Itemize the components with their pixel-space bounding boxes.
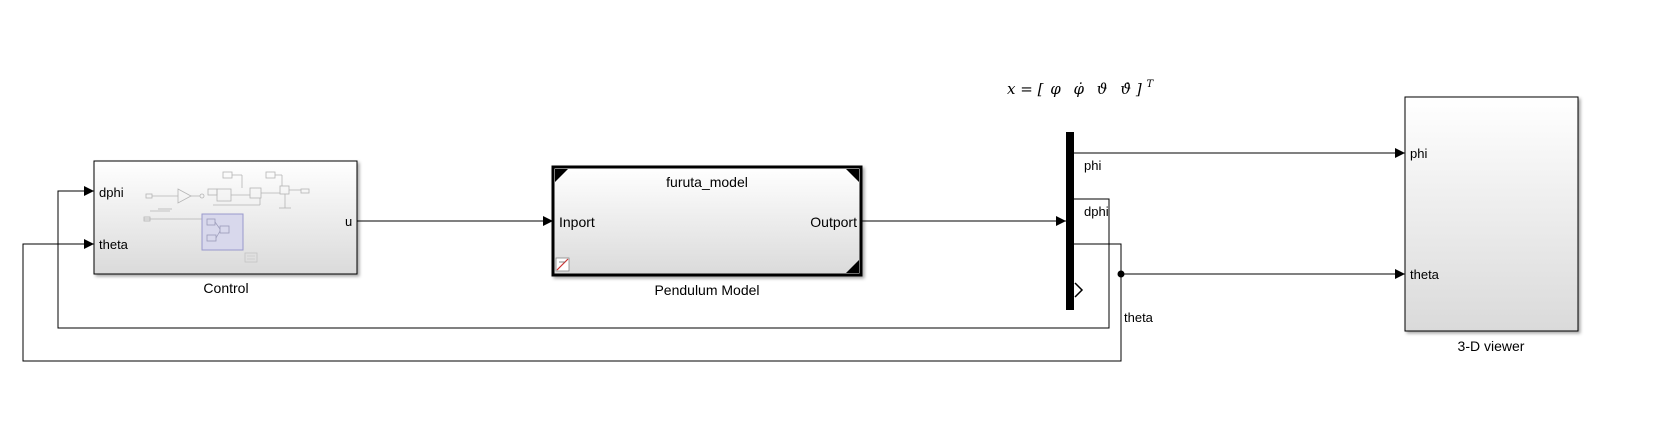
control-block[interactable]: dphi theta u Control: [93, 160, 358, 296]
state-equation-annotation: x = [ φ φ̇ ϑ ϑ̇ ] T: [1007, 79, 1154, 98]
signal-dphi-feedback[interactable]: [57, 186, 1110, 329]
demux-output-phi-label: phi: [1084, 158, 1101, 173]
demux-block[interactable]: phi dphi: [1066, 132, 1109, 310]
theta-signal-label: theta: [1124, 310, 1154, 325]
viewer-3d-block[interactable]: phi theta 3-D viewer: [1404, 96, 1579, 354]
pendulum-corner-mark-tr: [846, 169, 859, 182]
signal-theta-to-viewer[interactable]: [1074, 243, 1405, 279]
equation-lhs: x = [: [1007, 80, 1044, 98]
viewer-input-theta-label: theta: [1410, 267, 1440, 282]
pendulum-corner-mark-br: [846, 260, 859, 273]
pendulum-corner-mark-tl: [555, 169, 568, 182]
control-block-name: Control: [203, 280, 248, 296]
equation-superscript: T: [1146, 79, 1154, 90]
control-input-dphi-label: dphi: [99, 185, 124, 200]
viewer-block-name: 3-D viewer: [1458, 338, 1525, 354]
equation-phi-dot: φ̇: [1074, 80, 1085, 98]
signal-theta-feedback[interactable]: [22, 239, 1122, 362]
svg-text:x = [ φ φ̇ ϑ: x = [ φ φ̇ ϑ ϑ̇ ] T: [1007, 79, 1154, 98]
equation-phi: φ: [1050, 80, 1061, 98]
viewer-input-phi-label: phi: [1410, 146, 1427, 161]
demux-output-dphi-label: dphi: [1084, 204, 1109, 219]
control-inner-subsystem: [201, 213, 258, 263]
equation-theta: ϑ: [1097, 80, 1108, 98]
demux-port-chevron: [1074, 282, 1084, 298]
equation-theta-dot: ϑ̇: [1120, 80, 1131, 98]
pendulum-inner-title: furuta_model: [666, 174, 748, 190]
branch-point: [1117, 270, 1125, 278]
equation-rhs: ]: [1135, 80, 1142, 98]
pendulum-output-label: Outport: [810, 214, 857, 230]
pendulum-model-block[interactable]: furuta_model Inport Outport Pendulum Mod…: [551, 165, 863, 298]
pendulum-input-label: Inport: [559, 214, 595, 230]
control-subsystem-preview: [143, 171, 310, 222]
control-output-u-label: u: [345, 214, 352, 229]
pendulum-block-name: Pendulum Model: [654, 282, 759, 298]
model-reference-icon: [555, 257, 570, 272]
control-input-theta-label: theta: [99, 237, 129, 252]
